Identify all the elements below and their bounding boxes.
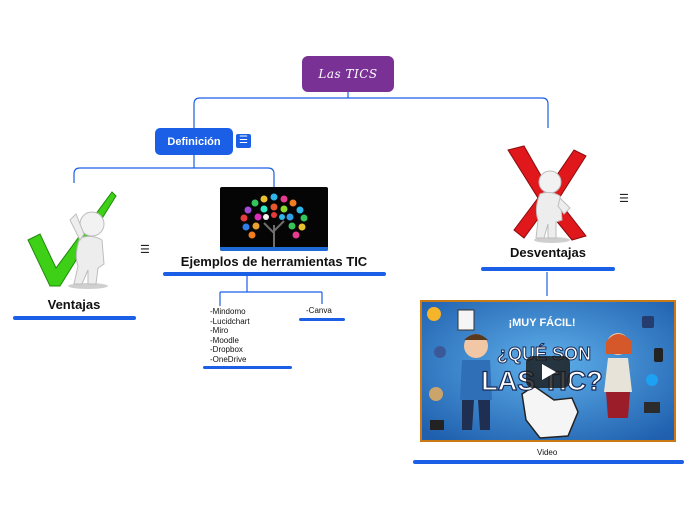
note-glyph: ☰ <box>239 135 248 146</box>
tool-item: -OneDrive <box>210 354 247 364</box>
definicion-node[interactable]: Definición <box>155 128 233 155</box>
tools-tree-image <box>220 187 328 251</box>
root-label: Las TICS <box>318 67 378 81</box>
person-figure-icon <box>534 170 571 243</box>
controller-icon <box>430 420 444 430</box>
logo-icon <box>427 307 441 321</box>
video-caption[interactable]: Video <box>537 448 558 457</box>
twitter-icon <box>646 374 658 386</box>
woman-figure-icon <box>604 333 632 418</box>
ventajas-label[interactable]: Ventajas <box>47 297 101 312</box>
definicion-label: Definición <box>167 135 221 148</box>
root-node[interactable]: Las TICS <box>302 56 394 92</box>
laptop-icon <box>644 402 660 413</box>
phone-icon <box>654 348 663 362</box>
person-figure-icon <box>68 211 108 289</box>
check-mark-icon <box>27 191 117 287</box>
ventajas-note-icon[interactable]: ☰ <box>140 244 150 256</box>
desventajas-underline <box>481 267 615 271</box>
guitar-icon <box>429 387 443 401</box>
video-thumbnail[interactable]: ¡MUY FÁCIL! ¿QUÉ SON LAS TIC? <box>420 300 676 442</box>
desventajas-note-icon[interactable]: ☰ <box>619 193 629 205</box>
canva-underline <box>299 318 345 321</box>
definicion-note-icon[interactable]: ☰ <box>236 134 251 148</box>
document-icon <box>457 309 475 331</box>
hand-cursor-icon <box>521 385 579 439</box>
tool-item: -Miro <box>210 326 229 335</box>
ejemplos-underline <box>163 272 386 276</box>
man-figure-icon <box>460 334 492 430</box>
tools-list: -Mindomo -Lucidchart -Miro -Moodle -Drop… <box>210 307 290 364</box>
video-underline <box>413 460 684 464</box>
tool-item: -Moodle <box>210 335 239 345</box>
tool-item: -Dropbox <box>210 345 243 354</box>
camera-icon <box>642 316 654 328</box>
tool-item: -Mindomo <box>210 307 246 316</box>
thumb-top-text: ¡MUY FÁCIL! <box>508 316 575 329</box>
app-icon-cluster <box>240 193 308 239</box>
canva-item[interactable]: -Canva <box>306 306 332 315</box>
tools-list-underline <box>203 366 292 369</box>
play-icon[interactable] <box>526 356 570 388</box>
ventajas-check-figure <box>27 191 117 289</box>
desventajas-cross-figure <box>507 145 587 243</box>
facebook-icon <box>434 346 446 358</box>
tool-item: -Lucidchart <box>210 316 250 326</box>
ejemplos-label[interactable]: Ejemplos de herramientas TIC <box>180 254 368 269</box>
ventajas-underline <box>13 316 136 320</box>
desventajas-label[interactable]: Desventajas <box>510 245 586 260</box>
